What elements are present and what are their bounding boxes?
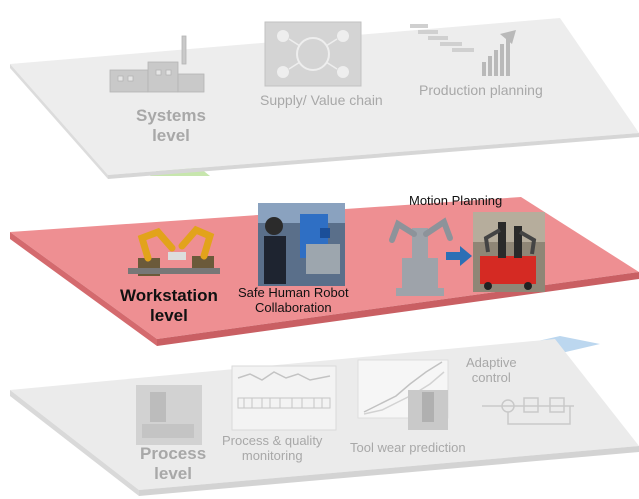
arrow-right-icon (446, 246, 472, 266)
process-layer-edge-left (10, 390, 139, 496)
mobile-manipulator-photo (473, 212, 545, 292)
production-planning-label: Production planning (419, 82, 543, 98)
process-monitoring-label: Process & quality monitoring (222, 433, 323, 463)
workstation-layer (10, 197, 639, 346)
dual-arm-robot-icon (389, 217, 453, 296)
workstation-layer-edge-left (10, 232, 157, 346)
process-layer (10, 336, 639, 496)
signal-plot-icon (231, 365, 337, 431)
tool-wear-label: Tool wear prediction (350, 440, 466, 455)
milling-icon (136, 385, 202, 445)
collaboration-label: Safe Human Robot Collaboration (238, 285, 349, 315)
human-robot-photo (258, 203, 345, 286)
staircase-chart-icon (410, 24, 516, 76)
process-level-title: Process level (140, 444, 207, 483)
robot-arms-icon (128, 225, 220, 276)
block-diagram-icon (482, 397, 574, 425)
systems-layer-edge-front (108, 133, 639, 179)
systems-layer-edge-left (10, 64, 108, 179)
process-layer-edge-front (139, 446, 639, 496)
workstation-level-title: Workstation level (120, 286, 218, 325)
systems-level-title: Systems level (136, 106, 206, 145)
supply-chain-label: Supply/ Value chain (260, 92, 383, 108)
motion-planning-label: Motion Planning (409, 193, 503, 208)
systems-layer-plate (10, 18, 639, 175)
adaptive-control-label: Adaptive control (466, 355, 517, 385)
systems-layer (10, 18, 639, 179)
network-icon (264, 21, 362, 87)
factory-icon (109, 35, 205, 93)
tool-photo (408, 390, 448, 430)
